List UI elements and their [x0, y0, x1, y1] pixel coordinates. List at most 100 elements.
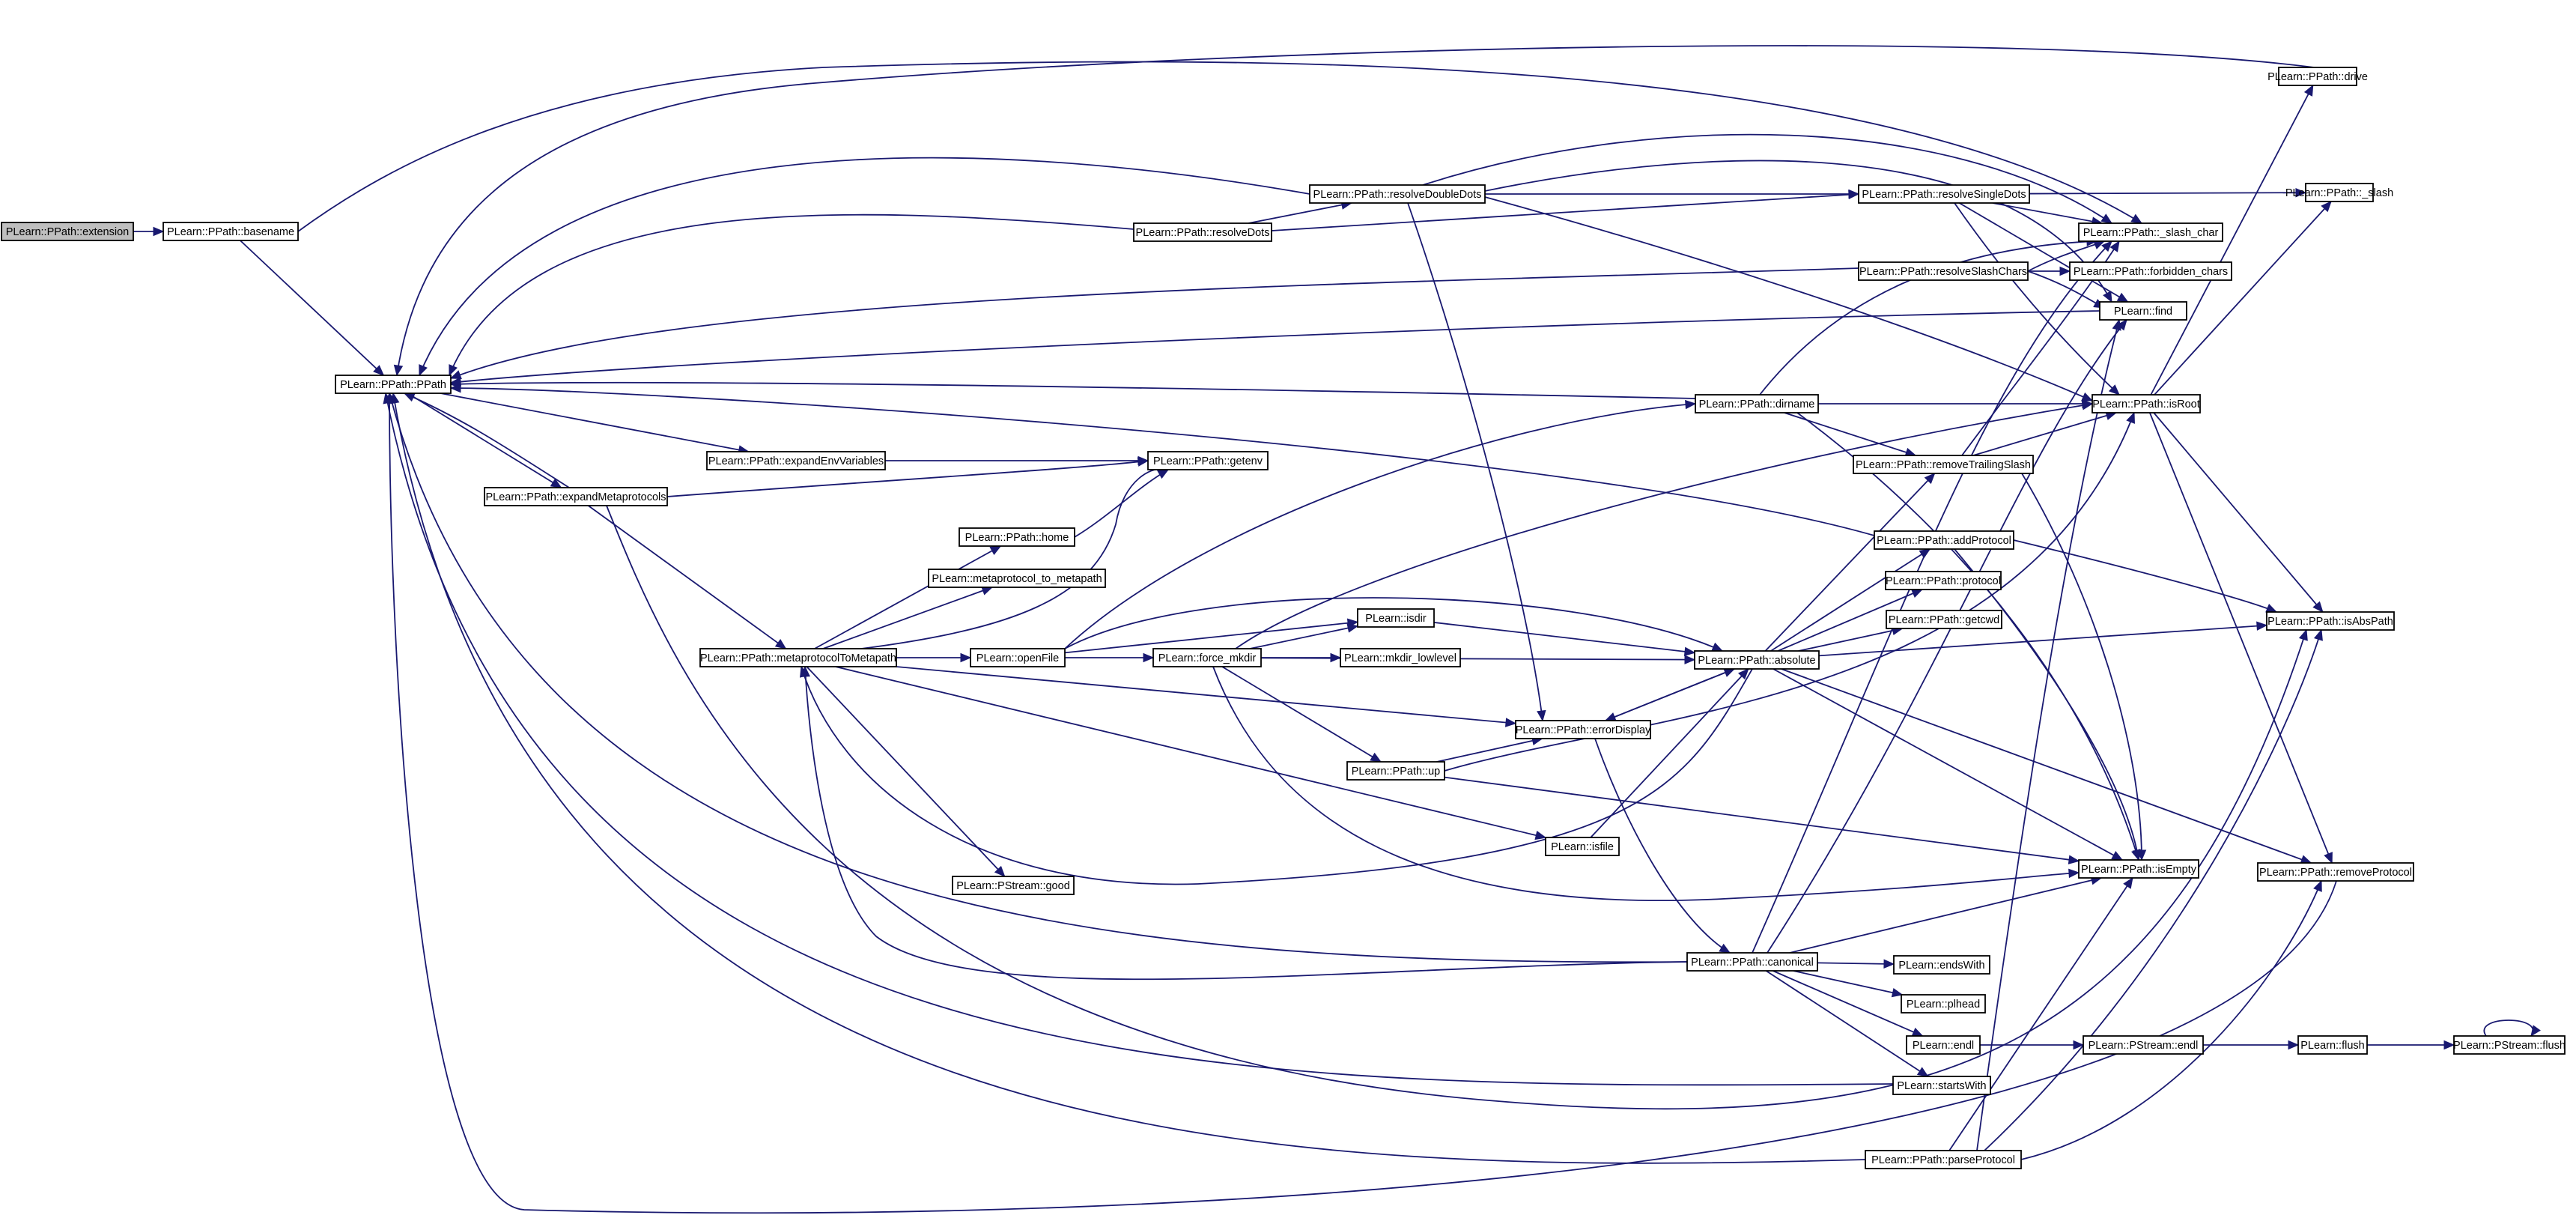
node-resolveSingleDots[interactable]: PLearn::PPath::resolveSingleDots — [1858, 184, 2030, 204]
node-box[interactable] — [1858, 261, 2029, 281]
node-box[interactable] — [2453, 1035, 2566, 1055]
node-box[interactable] — [959, 527, 1075, 547]
node-isAbsPath[interactable]: PLearn::PPath::isAbsPath — [2266, 611, 2395, 631]
node-openFile[interactable]: PLearn::openFile — [970, 648, 1066, 667]
node-protocol[interactable]: PLearn::PPath::protocol — [1885, 571, 2002, 590]
node-endsWith[interactable]: PLearn::endsWith — [1893, 955, 1990, 975]
node-box[interactable] — [1901, 994, 1986, 1014]
node-box[interactable] — [1853, 455, 2034, 474]
node-up[interactable]: PLearn::PPath::up — [1346, 761, 1445, 781]
node-box[interactable] — [1858, 184, 2030, 204]
node-endl[interactable]: PLearn::endl — [1906, 1035, 1981, 1055]
node-box[interactable] — [1885, 571, 2002, 590]
node-mkdir_lowlevel[interactable]: PLearn::mkdir_lowlevel — [1340, 648, 1461, 667]
edge-line — [1064, 597, 1723, 652]
edge-metaprotocolToMetapath-to-errorDisplay — [896, 666, 1517, 727]
node-box[interactable] — [928, 569, 1106, 588]
node-removeProtocol[interactable]: PLearn::PPath::removeProtocol — [2257, 862, 2414, 882]
node-box[interactable] — [1147, 451, 1269, 470]
node-box[interactable] — [2305, 183, 2374, 202]
node-addProtocol[interactable]: PLearn::PPath::addProtocol — [1874, 530, 2014, 550]
node-flush[interactable]: PLearn::flush — [2297, 1035, 2368, 1055]
node-expandMetaprotocols[interactable]: PLearn::PPath::expandMetaprotocols — [484, 487, 668, 506]
node-box[interactable] — [952, 876, 1075, 895]
node-box[interactable] — [2099, 301, 2187, 321]
node-parseProtocol[interactable]: PLearn::PPath::parseProtocol — [1865, 1150, 2022, 1169]
node-box[interactable] — [1346, 761, 1445, 781]
node-slash_char[interactable]: PLearn::PPath::_slash_char — [2078, 222, 2223, 242]
node-forbidden_chars[interactable]: PLearn::PPath::forbidden_chars — [2069, 261, 2232, 281]
node-isEmpty[interactable]: PLearn::PPath::isEmpty — [2078, 859, 2199, 879]
node-box[interactable] — [2069, 261, 2232, 281]
node-box[interactable] — [1309, 184, 1486, 204]
node-box[interactable] — [2092, 394, 2201, 413]
node-box[interactable] — [1886, 610, 2002, 629]
node-box[interactable] — [2078, 222, 2223, 242]
arrow-head — [1534, 830, 1547, 840]
node-find[interactable]: PLearn::find — [2099, 301, 2187, 321]
node-box[interactable] — [1906, 1035, 1981, 1055]
edge-expandMetaprotocols-to-ppath — [403, 393, 570, 488]
node-getcwd[interactable]: PLearn::PPath::getcwd — [1886, 610, 2002, 629]
node-box[interactable] — [1865, 1150, 2022, 1169]
node-box[interactable] — [2257, 862, 2414, 882]
node-resolveDots[interactable]: PLearn::PPath::resolveDots — [1133, 222, 1272, 242]
node-expandEnvVariables[interactable]: PLearn::PPath::expandEnvVariables — [706, 451, 886, 470]
node-ppath[interactable]: PLearn::PPath::PPath — [335, 375, 452, 394]
node-dirname[interactable]: PLearn::PPath::dirname — [1695, 394, 1819, 413]
node-isdir[interactable]: PLearn::isdir — [1357, 608, 1435, 628]
node-resolveSlashChars[interactable]: PLearn::PPath::resolveSlashChars — [1858, 261, 2029, 281]
node-box[interactable] — [1874, 530, 2014, 550]
node-metaprotocolToMetapath[interactable]: PLearn::PPath::metaprotocolToMetapath — [699, 648, 897, 667]
node-extension[interactable]: PLearn::PPath::extension — [1, 222, 134, 241]
arrow-head — [1891, 987, 1904, 998]
node-box[interactable] — [162, 222, 299, 241]
node-box[interactable] — [1545, 837, 1620, 856]
node-pstream_flush[interactable]: PLearn::PStream::flush — [2453, 1035, 2566, 1055]
node-isRoot[interactable]: PLearn::PPath::isRoot — [2092, 394, 2201, 413]
arrow-head — [1911, 1027, 1924, 1037]
node-box[interactable] — [1686, 952, 1818, 972]
node-getenv[interactable]: PLearn::PPath::getenv — [1147, 451, 1269, 470]
edge-line — [1752, 240, 2112, 954]
node-box[interactable] — [484, 487, 668, 506]
node-force_mkdir[interactable]: PLearn::force_mkdir — [1152, 648, 1262, 667]
node-box[interactable] — [2266, 611, 2395, 631]
node-box[interactable] — [335, 375, 452, 394]
node-startsWith[interactable]: PLearn::startsWith — [1892, 1076, 1991, 1095]
node-removeTrailingSlash[interactable]: PLearn::PPath::removeTrailingSlash — [1853, 455, 2034, 474]
node-isfile[interactable]: PLearn::isfile — [1545, 837, 1620, 856]
node-canonical[interactable]: PLearn::PPath::canonical — [1686, 952, 1818, 972]
node-box[interactable] — [2278, 67, 2357, 86]
arrow-head — [2111, 851, 2124, 861]
node-box[interactable] — [1357, 608, 1435, 628]
node-box[interactable] — [1152, 648, 1262, 667]
node-plhead[interactable]: PLearn::plhead — [1901, 994, 1986, 1014]
node-box[interactable] — [2297, 1035, 2368, 1055]
node-box[interactable] — [1133, 222, 1272, 242]
node-box[interactable] — [2078, 859, 2199, 879]
node-errorDisplay[interactable]: PLearn::PPath::errorDisplay — [1515, 720, 1651, 739]
node-box[interactable] — [1340, 648, 1461, 667]
arrow-head — [2288, 1040, 2300, 1050]
node-box[interactable] — [1893, 955, 1990, 975]
node-box[interactable] — [706, 451, 886, 470]
node-box[interactable] — [970, 648, 1066, 667]
node-box[interactable] — [1892, 1076, 1991, 1095]
node-drive[interactable]: PLearn::PPath::drive — [2267, 67, 2368, 86]
arrow-head — [449, 383, 461, 393]
node-box[interactable] — [699, 648, 897, 667]
node-box[interactable] — [1, 222, 134, 241]
node-good[interactable]: PLearn::PStream::good — [952, 876, 1075, 895]
node-pstream_endl[interactable]: PLearn::PStream::endl — [2083, 1035, 2204, 1055]
node-box[interactable] — [2083, 1035, 2204, 1055]
node-box[interactable] — [1515, 720, 1651, 739]
node-box[interactable] — [1694, 650, 1820, 670]
node-box[interactable] — [1695, 394, 1819, 413]
node-absolute[interactable]: PLearn::PPath::absolute — [1694, 650, 1820, 670]
node-resolveDoubleDots[interactable]: PLearn::PPath::resolveDoubleDots — [1309, 184, 1486, 204]
node-home[interactable]: PLearn::PPath::home — [959, 527, 1075, 547]
node-basename[interactable]: PLearn::PPath::basename — [162, 222, 299, 241]
node-metaprotocol_to_metapath[interactable]: PLearn::metaprotocol_to_metapath — [928, 569, 1106, 588]
node-slash[interactable]: PLearn::PPath::_slash — [2285, 183, 2393, 202]
